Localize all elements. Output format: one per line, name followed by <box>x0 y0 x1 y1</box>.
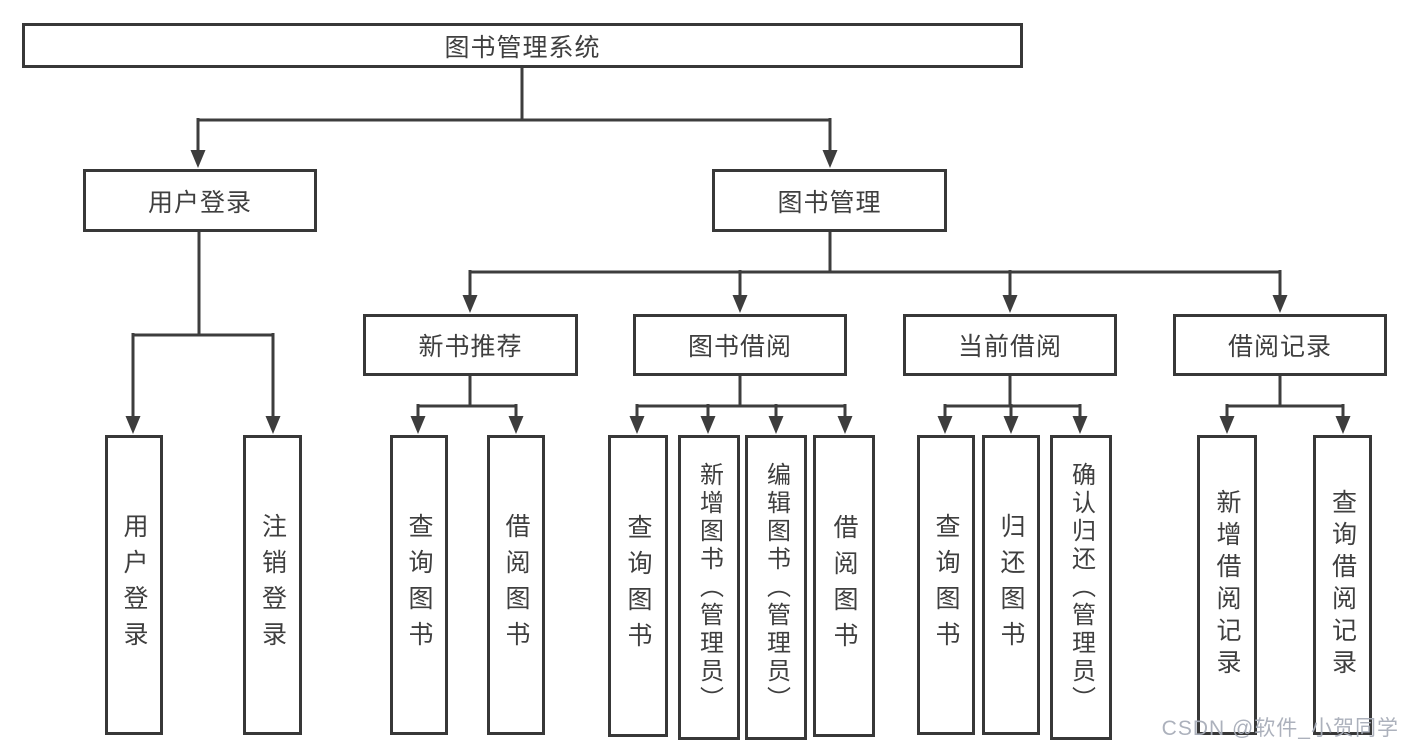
leaf-add-borrow-record-label: 新增借阅记录 <box>1213 489 1241 681</box>
node-borrow-records-label: 借阅记录 <box>1227 333 1332 361</box>
node-root-label: 图书管理系统 <box>444 33 601 62</box>
node-book-borrowing-label: 图书借阅 <box>687 333 792 361</box>
node-book-management-label: 图书管理 <box>777 188 882 217</box>
leaf-confirm-return-admin-label: 确认归还（管理员） <box>1067 461 1095 714</box>
arrowhead-icons <box>125 150 1351 434</box>
leaf-user-login-label: 用户登录 <box>120 513 148 657</box>
leaf-query-books-2: 查询图书 <box>608 435 668 737</box>
csdn-watermark: CSDN @软件_小贺同学 <box>1161 717 1399 740</box>
leaf-query-books-1-label: 查询图书 <box>405 513 433 657</box>
leaf-query-books-1: 查询图书 <box>390 435 448 735</box>
leaf-logout: 注销登录 <box>243 435 302 735</box>
node-new-book-recommend: 新书推荐 <box>363 314 578 376</box>
leaf-return-book: 归还图书 <box>982 435 1040 735</box>
node-user-login: 用户登录 <box>83 169 317 232</box>
leaf-query-borrow-record: 查询借阅记录 <box>1313 435 1372 735</box>
node-borrow-records: 借阅记录 <box>1173 314 1387 376</box>
leaf-query-borrow-record-label: 查询借阅记录 <box>1328 489 1357 681</box>
leaf-add-book-admin-label: 新增图书（管理员） <box>695 461 723 714</box>
leaf-borrow-books-2: 借阅图书 <box>813 435 875 737</box>
node-root-system: 图书管理系统 <box>22 23 1023 68</box>
leaf-edit-book-admin-label: 编辑图书（管理员） <box>762 461 790 714</box>
leaf-query-books-2-label: 查询图书 <box>624 514 652 658</box>
leaf-confirm-return-admin: 确认归还（管理员） <box>1050 435 1112 740</box>
node-book-management: 图书管理 <box>712 169 947 232</box>
leaf-user-login: 用户登录 <box>105 435 163 735</box>
node-user-login-label: 用户登录 <box>147 188 252 217</box>
leaf-edit-book-admin: 编辑图书（管理员） <box>745 435 807 740</box>
leaf-logout-label: 注销登录 <box>258 513 287 657</box>
leaf-borrow-books-1-label: 借阅图书 <box>502 513 530 657</box>
leaf-query-books-3-label: 查询图书 <box>932 513 960 657</box>
leaf-add-borrow-record: 新增借阅记录 <box>1197 435 1257 735</box>
leaf-borrow-books-2-label: 借阅图书 <box>830 514 858 658</box>
node-current-borrowing-label: 当前借阅 <box>957 333 1062 361</box>
node-new-book-recommend-label: 新书推荐 <box>418 333 523 361</box>
leaf-return-book-label: 归还图书 <box>997 513 1025 657</box>
leaf-query-books-3: 查询图书 <box>917 435 975 735</box>
leaf-borrow-books-1: 借阅图书 <box>487 435 545 735</box>
leaf-add-book-admin: 新增图书（管理员） <box>678 435 740 740</box>
node-book-borrowing: 图书借阅 <box>633 314 847 376</box>
node-current-borrowing: 当前借阅 <box>903 314 1117 376</box>
